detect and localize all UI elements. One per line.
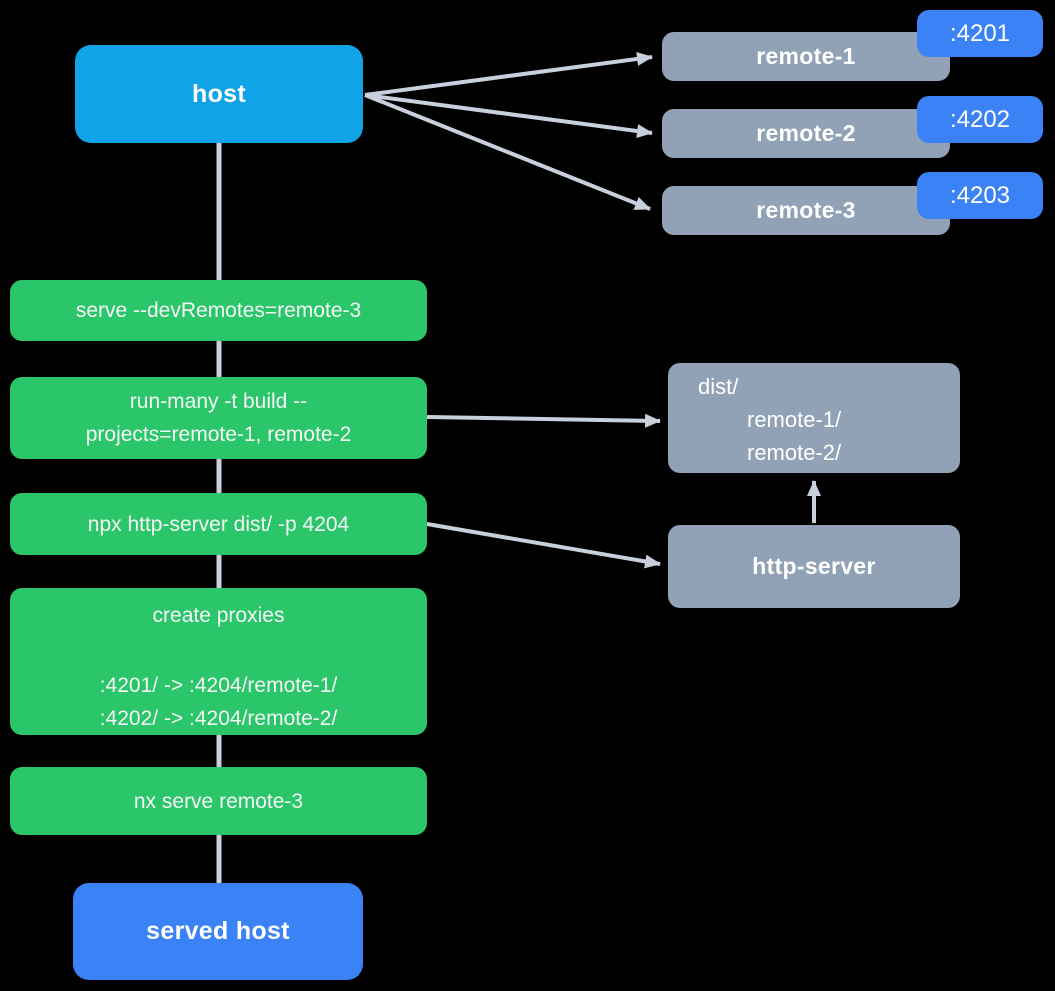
step-run-many-build: run-many -t build -- projects=remote-1, … <box>10 377 427 459</box>
proxy-rule: :4202/ -> :4204/remote-2/ <box>99 707 338 730</box>
dist-child-label: remote-1/ <box>747 407 842 432</box>
dist-folder-node: dist/ remote-1/ remote-2/ <box>668 363 960 473</box>
step-line: projects=remote-1, remote-2 <box>85 423 352 446</box>
step-title: create proxies <box>152 604 285 627</box>
arrow-host-to-remote-1 <box>364 52 653 97</box>
step-line: serve --devRemotes=remote-3 <box>75 299 362 322</box>
http-server-node: http-server <box>668 525 960 608</box>
dist-child-label: remote-2/ <box>747 440 842 465</box>
arrow-serve-to-http-server <box>426 522 661 569</box>
arrow-host-to-remote-3 <box>364 93 651 211</box>
port-badge-4201: :4201 <box>917 10 1043 57</box>
arrow-host-to-remote-2 <box>364 93 653 138</box>
port-badge-4202: :4202 <box>917 96 1043 143</box>
step-npx-http-server: npx http-server dist/ -p 4204 <box>10 493 427 555</box>
step-line: nx serve remote-3 <box>133 789 304 813</box>
step-create-proxies: create proxies :4201/ -> :4204/remote-1/… <box>10 588 427 735</box>
arrow-build-to-dist <box>426 413 661 428</box>
step-nx-serve-remote-3: nx serve remote-3 <box>10 767 427 835</box>
remote-2-node: remote-2 <box>662 109 950 158</box>
step-serve-dev-remotes: serve --devRemotes=remote-3 <box>10 280 427 341</box>
step-line: run-many -t build -- <box>129 390 308 413</box>
proxy-rules: :4201/ -> :4204/remote-1/ :4202/ -> :420… <box>100 669 338 735</box>
port-badge-4203: :4203 <box>917 172 1043 219</box>
remote-3-node: remote-3 <box>662 186 950 235</box>
served-host-node: served host <box>73 883 363 980</box>
step-line: npx http-server dist/ -p 4204 <box>87 512 350 536</box>
remote-1-node: remote-1 <box>662 32 950 81</box>
proxy-rule: :4201/ -> :4204/remote-1/ <box>99 674 338 697</box>
dist-root-label: dist/ <box>698 374 739 399</box>
host-node: host <box>75 45 363 143</box>
